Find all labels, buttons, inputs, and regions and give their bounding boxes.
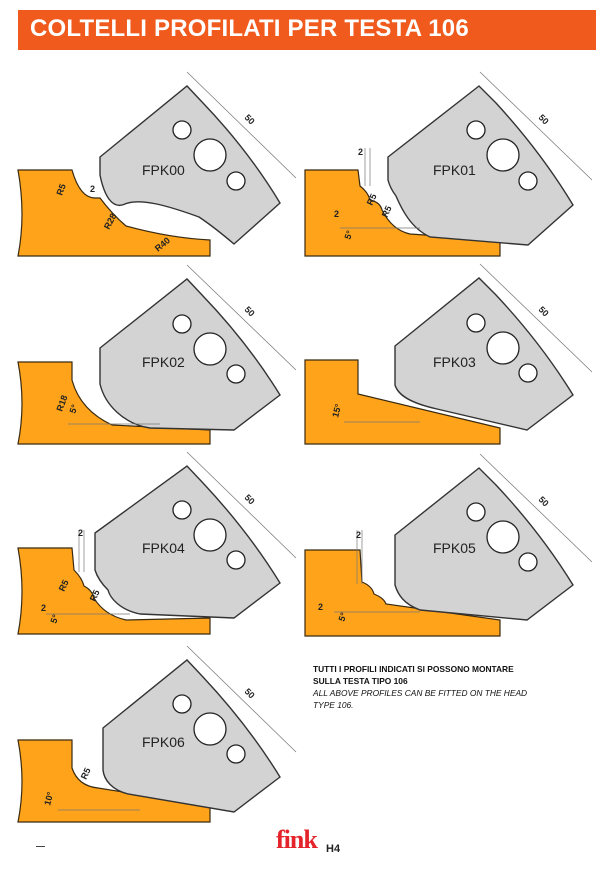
blade-fpk00	[99, 85, 281, 245]
hole-small-fpk00	[172, 120, 192, 140]
dimension-label: 2	[90, 184, 95, 194]
hole-small-fpk04	[226, 550, 246, 570]
dimension-label: R5	[88, 588, 102, 603]
hole-large-fpk01	[486, 138, 520, 172]
hole-small-fpk01	[518, 171, 538, 191]
profile-fpk02: FPK02 50 R18 5°	[17, 264, 297, 445]
compatibility-note: TUTTI I PROFILI INDICATI SI POSSONO MONT…	[313, 663, 543, 711]
corner-mark	[36, 846, 45, 847]
blade-fpk02	[99, 278, 281, 431]
dimension-label: R5	[57, 578, 71, 593]
blade-fpk03	[394, 277, 574, 431]
dimension-line	[186, 451, 297, 559]
blade-fpk05	[394, 467, 574, 621]
hole-large-fpk05	[486, 520, 520, 554]
dimension-line	[186, 264, 297, 371]
hole-small-fpk04	[172, 500, 192, 520]
profile-code: FPK06	[142, 734, 185, 750]
dimension-label: 50	[537, 304, 551, 318]
brand-logo: fink H4	[276, 825, 340, 856]
dimension-line	[186, 645, 297, 753]
blade-fpk06	[102, 659, 281, 813]
hole-small-fpk05	[466, 502, 486, 522]
dimension-label: 5°	[342, 229, 354, 241]
profile-code: FPK04	[142, 540, 185, 556]
hole-small-fpk05	[518, 552, 538, 572]
dimension-label: 5°	[67, 403, 79, 415]
dimension-line	[186, 71, 297, 179]
hole-small-fpk00	[226, 171, 246, 191]
logo-wordmark: fink	[276, 825, 318, 854]
hole-small-fpk02	[172, 314, 192, 334]
profile-code: FPK03	[433, 354, 476, 370]
blade-fpk01	[387, 85, 574, 246]
profile-fpk06: FPK06 50 R5 10°	[17, 645, 297, 823]
dimension-label: 2	[334, 209, 339, 219]
hole-small-fpk06	[172, 694, 192, 714]
wood-profile-fpk00	[17, 169, 211, 257]
hole-small-fpk02	[226, 364, 246, 384]
dimension-label: 2	[78, 528, 83, 538]
dimension-label: 5°	[336, 611, 348, 623]
dimension-label: R5	[79, 766, 93, 781]
dimension-label: 50	[537, 494, 551, 508]
hole-small-fpk06	[226, 744, 246, 764]
dimension-line	[479, 263, 593, 373]
profile-code: FPK01	[433, 162, 476, 178]
profile-fpk05: FPK05 50 2 2 5°	[304, 453, 593, 637]
profile-fpk04: FPK04 50 2 R5 R5 2 5°	[17, 451, 297, 635]
dimension-label: 15°	[330, 402, 343, 418]
hole-small-fpk03	[466, 313, 486, 333]
hole-large-fpk00	[193, 138, 227, 172]
title-banner: COLTELLI PROFILATI PER TESTA 106	[18, 10, 596, 50]
hole-large-fpk04	[193, 518, 227, 552]
wood-profile-fpk03	[304, 359, 501, 445]
note-english: ALL ABOVE PROFILES CAN BE FITTED ON THE …	[313, 688, 528, 710]
dimension-label: R5	[365, 192, 379, 207]
dimension-label: 50	[243, 112, 257, 126]
hole-large-fpk02	[193, 332, 227, 366]
hole-large-fpk06	[193, 712, 227, 746]
wood-profile-fpk06	[17, 739, 211, 823]
dimension-label: 50	[243, 686, 257, 700]
logo-model: H4	[326, 843, 341, 855]
hole-large-fpk03	[486, 331, 520, 365]
dimension-label: 50	[537, 112, 551, 126]
profile-code: FPK00	[142, 162, 185, 178]
page-title: COLTELLI PROFILATI PER TESTA 106	[30, 15, 469, 42]
dimension-label: 50	[243, 304, 257, 318]
dimension-label: R5	[54, 182, 67, 196]
wood-profile-fpk04	[17, 547, 211, 635]
dimension-label: 2	[358, 147, 363, 157]
dimension-label: 10°	[42, 790, 55, 806]
wood-profile-fpk05	[304, 549, 501, 637]
dimension-label: R5	[380, 204, 394, 219]
profile-code: FPK02	[142, 354, 185, 370]
wood-profile-fpk01	[304, 169, 501, 257]
profile-code: FPK05	[433, 540, 476, 556]
dimension-label: 2	[356, 530, 361, 540]
dimension-label: 5°	[48, 613, 60, 625]
dimension-label: 2	[41, 603, 46, 613]
hole-small-fpk03	[518, 363, 538, 383]
dimension-label: 50	[243, 492, 257, 506]
dimension-line	[479, 71, 593, 181]
blade-fpk04	[94, 465, 281, 619]
dimension-label: 2	[318, 602, 323, 612]
profile-fpk01: FPK01 50 2 R5 R5 2 5°	[304, 71, 593, 257]
profile-fpk03: FPK03 50 15°	[304, 263, 593, 445]
profile-fpk00: FPK00 50 R5 2 R28 R40	[17, 71, 297, 257]
dimension-line	[479, 453, 593, 563]
hole-small-fpk01	[466, 120, 486, 140]
note-italian: TUTTI I PROFILI INDICATI SI POSSONO MONT…	[313, 664, 514, 686]
